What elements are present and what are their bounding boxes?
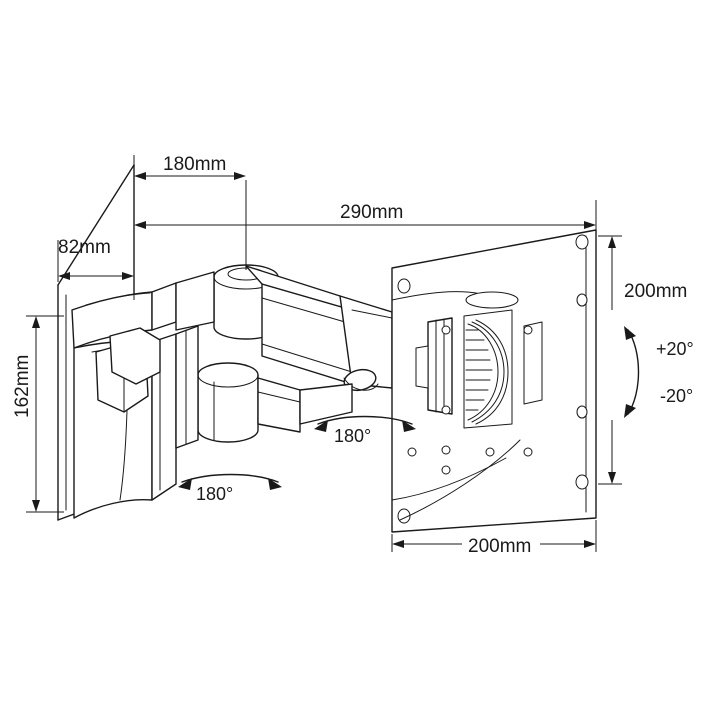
- dimension-label-200mm-height: 200mm: [624, 281, 687, 302]
- angle-indicator-arm-swivel: 180°: [314, 415, 416, 446]
- plate-texture: [465, 319, 509, 425]
- dimension-290mm: 290mm: [133, 196, 597, 232]
- dimension-label-290mm: 290mm: [340, 202, 403, 223]
- dimension-162mm: 162mm: [12, 315, 64, 513]
- angle-label-wall-swivel: 180°: [196, 484, 233, 504]
- dimension-label-180mm: 180mm: [163, 154, 226, 175]
- angle-label-tilt-up: +20°: [656, 339, 694, 359]
- dimension-label-200mm-width: 200mm: [468, 536, 531, 557]
- wall-plate-assembly: [71, 282, 177, 519]
- vesa-mounting-plate: [391, 229, 597, 533]
- dimension-180mm: 180mm: [133, 154, 247, 270]
- dimension-82mm: 82mm: [57, 237, 135, 300]
- angle-indicator-tilt: +20° -20°: [624, 326, 694, 418]
- angle-label-tilt-down: -20°: [660, 386, 693, 406]
- extension-arm: [245, 265, 393, 433]
- dimension-label-82mm: 82mm: [58, 237, 111, 258]
- angle-label-arm-swivel: 180°: [334, 426, 371, 446]
- dimension-200mm-height: 200mm: [598, 235, 687, 485]
- dimension-200mm-width: 200mm: [391, 520, 597, 557]
- dimension-label-162mm: 162mm: [12, 355, 33, 418]
- angle-indicator-wall-swivel: 180°: [178, 473, 282, 504]
